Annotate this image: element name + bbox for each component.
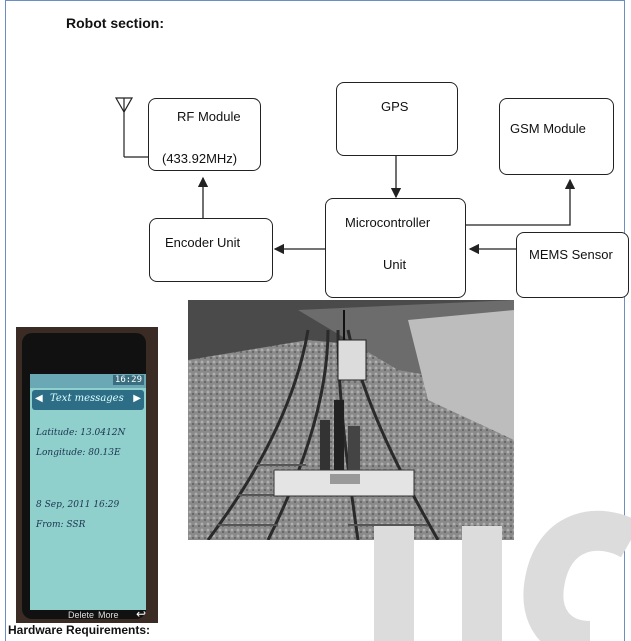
- microcontroller-unit-label: Unit: [383, 257, 407, 272]
- watermark-logo: [374, 510, 631, 641]
- antenna-icon: [114, 97, 148, 158]
- phone-from: From: SSR: [36, 520, 86, 530]
- railway-robot-photo: [188, 300, 514, 540]
- phone-time: 16:29: [112, 375, 144, 385]
- phone-photo: 16:29 ◀ Text messages ▶ Latitude: 13.041…: [16, 327, 158, 623]
- section-heading: Robot section:: [66, 15, 164, 31]
- arrow-micro-to-gsm: [466, 178, 576, 226]
- encoder-unit-label: Encoder Unit: [165, 235, 241, 250]
- chevron-right-icon: ▶: [133, 393, 141, 404]
- chevron-left-icon: ◀: [35, 393, 43, 404]
- gps-block: GPS: [336, 82, 458, 156]
- rf-module-frequency: (433.92MHz): [162, 151, 238, 166]
- back-arrow-icon: ↩: [136, 607, 147, 621]
- encoder-unit-block: Encoder Unit: [149, 218, 273, 282]
- railway-scene: [188, 300, 514, 540]
- gps-label: GPS: [381, 99, 409, 114]
- phone-softkey-more: More: [98, 610, 119, 620]
- rf-module-label: RF Module: [177, 109, 241, 124]
- phone-latitude: Latitude: 13.0412N: [36, 428, 126, 438]
- phone-status-bar: 16:29: [30, 374, 146, 388]
- phone-longitude: Longitude: 80.13E: [36, 448, 121, 458]
- page-frame: [5, 0, 625, 641]
- gsm-module-block: GSM Module: [499, 98, 614, 175]
- microcontroller-block: Microcontroller Unit: [325, 198, 466, 298]
- gsm-module-label: GSM Module: [510, 121, 586, 136]
- microcontroller-label: Microcontroller: [345, 215, 431, 230]
- phone-date: 8 Sep, 2011 16:29: [36, 500, 120, 510]
- phone-header-text: Text messages: [50, 393, 124, 404]
- mems-sensor-label: MEMS Sensor: [529, 247, 613, 262]
- hardware-requirements-heading: Hardware Requirements:: [8, 623, 151, 637]
- phone-softkey-delete: Delete: [68, 610, 95, 620]
- rf-module-block: RF Module (433.92MHz): [148, 98, 261, 171]
- phone-message-header: ◀ Text messages ▶: [32, 390, 144, 410]
- phone-screen: 16:29 ◀ Text messages ▶ Latitude: 13.041…: [30, 374, 146, 610]
- mems-sensor-block: MEMS Sensor: [516, 232, 629, 298]
